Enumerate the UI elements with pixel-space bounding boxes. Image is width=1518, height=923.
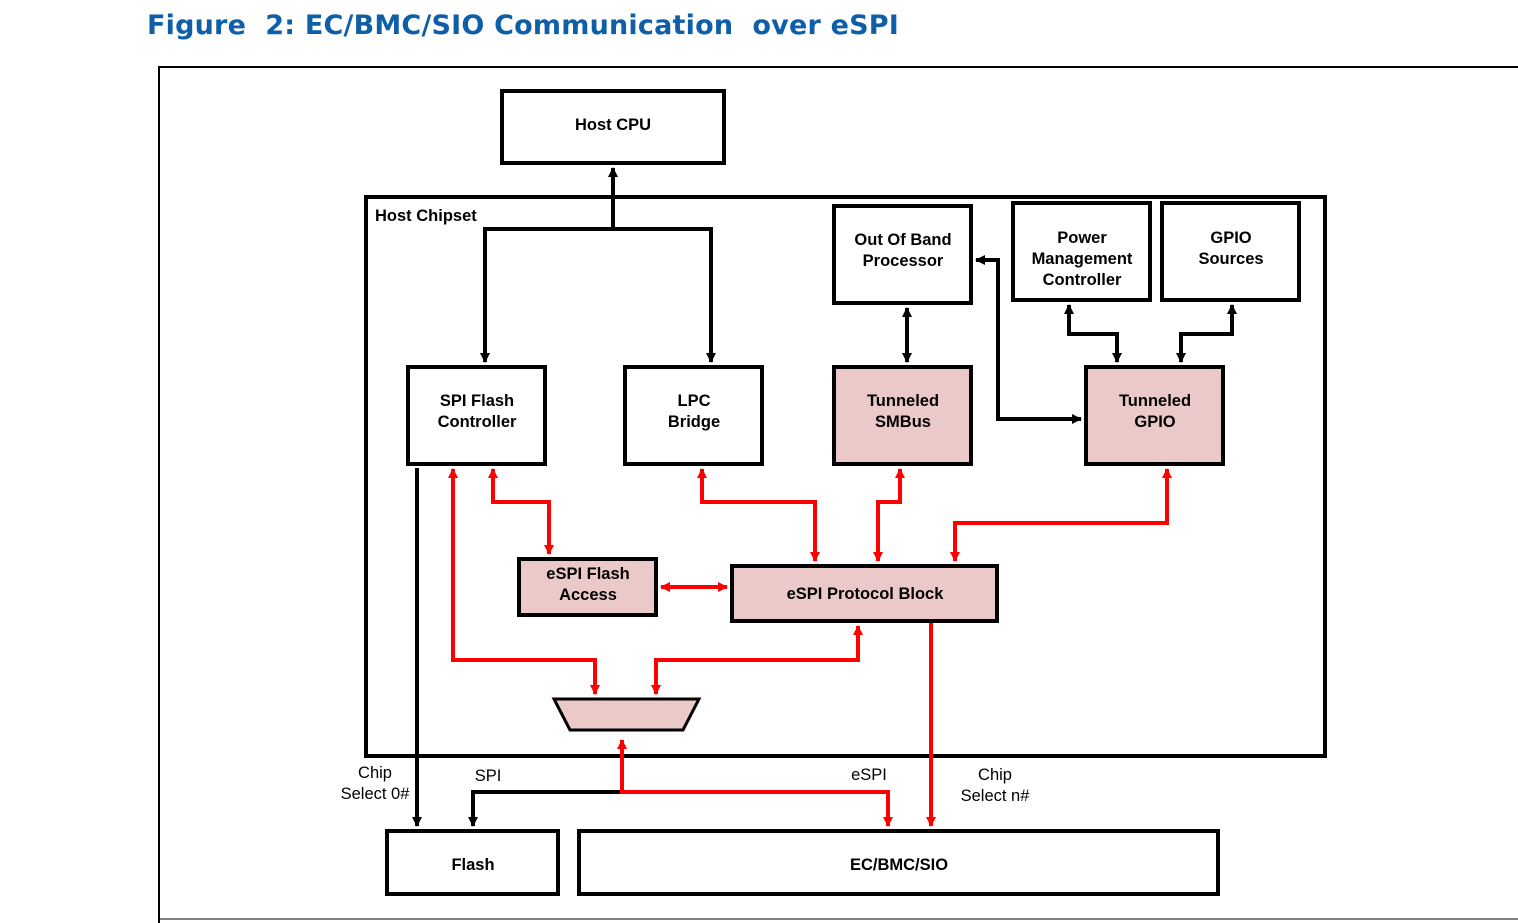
tunneled-gpio-line2: GPIO — [1134, 413, 1175, 431]
cpu-to-lpc-arrow — [613, 227, 716, 363]
spi-flash-controller-line2: Controller — [438, 413, 517, 431]
spi-label: SPI — [475, 767, 502, 785]
cpu-to-spi-flash-arrow — [480, 227, 613, 363]
tunneled-smbus-line2: SMBus — [875, 413, 931, 431]
espi-flash-access-line2: Access — [559, 586, 617, 604]
host-cpu-block: Host CPU — [500, 89, 726, 165]
flash-block: Flash — [385, 829, 560, 896]
power-management-controller-block: Power Management Controller — [1011, 201, 1152, 302]
spi-flash-controller-line1: SPI Flash — [440, 392, 514, 410]
gpio-to-protocol-arrow — [950, 468, 1172, 562]
gpio-sources-line1: GPIO — [1210, 229, 1251, 247]
tunneled-smbus-line1: Tunneled — [867, 392, 939, 410]
espi-flash-access-block: eSPI Flash Access — [517, 557, 658, 617]
lpc-bridge-block: LPC Bridge — [623, 365, 764, 466]
lpc-to-protocol-arrow — [697, 468, 820, 562]
spi-bus-to-flash-arrow — [468, 790, 625, 827]
tunneled-smbus-block: Tunneled SMBus — [832, 365, 973, 466]
chip-select-n-label-line1: Chip — [978, 766, 1012, 784]
chip-select-n-label-line2: Select n# — [961, 787, 1031, 805]
spi-flash-to-mux-arrow — [448, 468, 600, 695]
mux-shape — [551, 697, 702, 732]
figure-title: Figure 2: EC/BMC/SIO Communication over … — [147, 10, 900, 41]
pmc-gpio-arrow — [1064, 304, 1122, 363]
out-of-band-processor-line2: Processor — [863, 252, 944, 270]
protocol-to-mux-arrow — [651, 625, 863, 695]
espi-label: eSPI — [851, 766, 887, 784]
tunneled-gpio-block: Tunneled GPIO — [1084, 365, 1225, 466]
espi-protocol-block: eSPI Protocol Block — [730, 564, 999, 623]
host-cpu-label: Host CPU — [575, 116, 651, 134]
espi-protocol-block-label: eSPI Protocol Block — [787, 585, 945, 603]
power-management-line1: Power — [1057, 229, 1107, 247]
oob-gpio-arrow — [975, 255, 1082, 424]
chip-select-0-label-line1: Chip — [358, 764, 392, 782]
host-chipset-label: Host Chipset — [375, 207, 477, 225]
black-connections — [412, 167, 1237, 827]
ec-bmc-sio-block: EC/BMC/SIO — [577, 829, 1220, 896]
lpc-bridge-line2: Bridge — [668, 413, 720, 431]
figure-frame — [158, 66, 1518, 923]
gpio-sources-gpio-arrow — [1176, 304, 1237, 363]
gpio-sources-line2: Sources — [1198, 250, 1263, 268]
lpc-bridge-line1: LPC — [678, 392, 711, 410]
flash-label: Flash — [451, 856, 494, 874]
gpio-sources-block: GPIO Sources — [1160, 201, 1301, 302]
out-of-band-processor-line1: Out Of Band — [854, 231, 951, 249]
spi-flash-to-espi-flash-access-arrow — [488, 468, 554, 555]
smbus-to-protocol-arrow — [873, 468, 905, 562]
out-of-band-processor-block: Out Of Band Processor — [832, 204, 973, 305]
power-management-line2: Management — [1032, 250, 1133, 268]
espi-flash-access-line1: eSPI Flash — [546, 565, 629, 583]
spi-flash-controller-block: SPI Flash Controller — [406, 365, 547, 466]
mux-to-ec-bmc-sio-arrow — [617, 739, 893, 827]
tunneled-gpio-line1: Tunneled — [1119, 392, 1191, 410]
power-management-line3: Controller — [1043, 271, 1122, 289]
chip-select-0-label-line2: Select 0# — [341, 785, 411, 803]
espi-connections — [448, 468, 1172, 827]
ec-bmc-sio-label: EC/BMC/SIO — [850, 856, 948, 874]
